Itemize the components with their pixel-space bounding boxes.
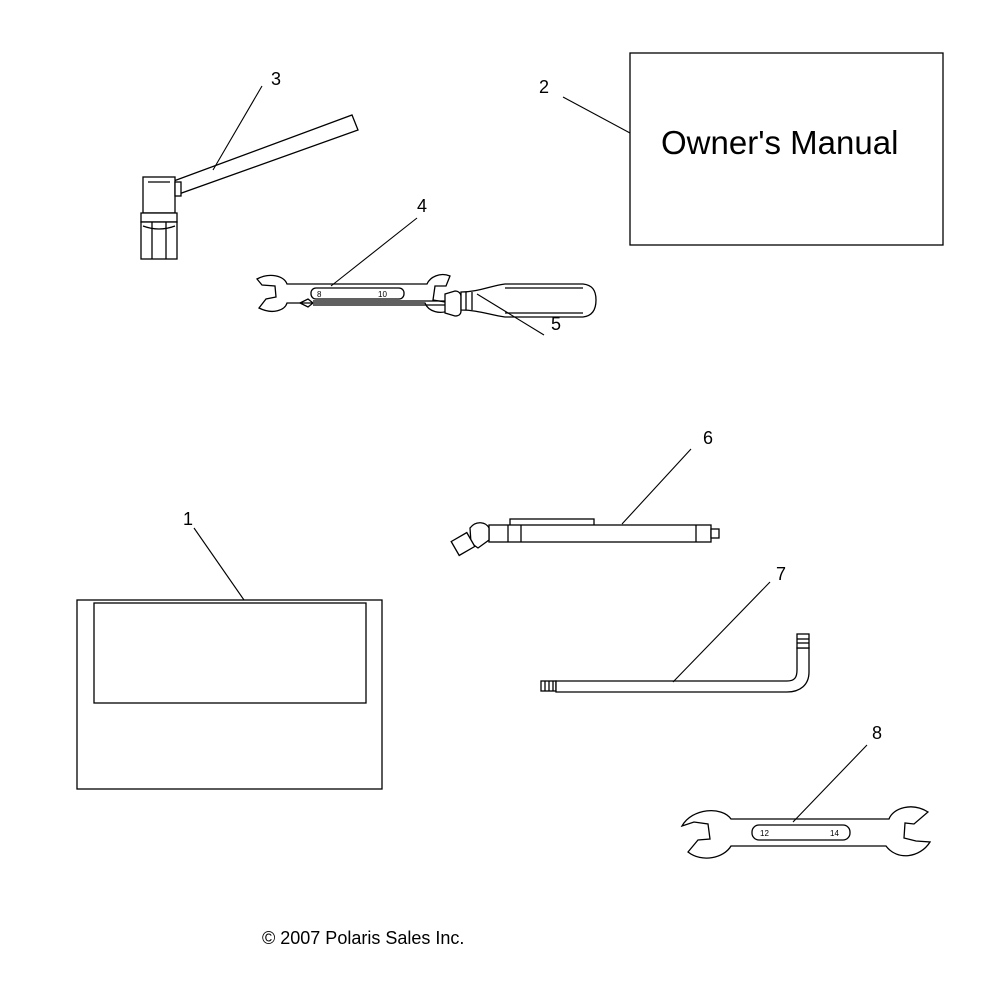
callout-3: 3 — [271, 69, 281, 89]
swivel-bit-driver — [450, 518, 720, 557]
wrench-small-size-left: 8 — [317, 290, 322, 299]
owners-manual: Owner's Manual — [629, 52, 944, 246]
copyright-notice: © 2007 Polaris Sales Inc. — [262, 928, 465, 948]
wrench-large-size-right: 14 — [830, 829, 839, 838]
callout-1: 1 — [183, 509, 193, 529]
callout-8: 8 — [872, 723, 882, 743]
callout-5: 5 — [551, 314, 561, 334]
tool-pouch — [76, 599, 383, 790]
callout-4: 4 — [417, 196, 427, 216]
wrench-small-size-right: 10 — [378, 290, 387, 299]
owners-manual-title: Owner's Manual — [661, 124, 898, 161]
open-end-wrench-large: 12 14 — [680, 806, 932, 859]
spark-plug-wrench — [140, 114, 359, 260]
callout-6: 6 — [703, 428, 713, 448]
wrench-large-size-left: 12 — [760, 829, 769, 838]
callout-7: 7 — [776, 564, 786, 584]
screwdriver — [298, 283, 597, 318]
open-end-wrench-small: 8 10 — [255, 273, 454, 313]
l-hex-key — [540, 633, 810, 693]
callout-2: 2 — [539, 77, 549, 97]
